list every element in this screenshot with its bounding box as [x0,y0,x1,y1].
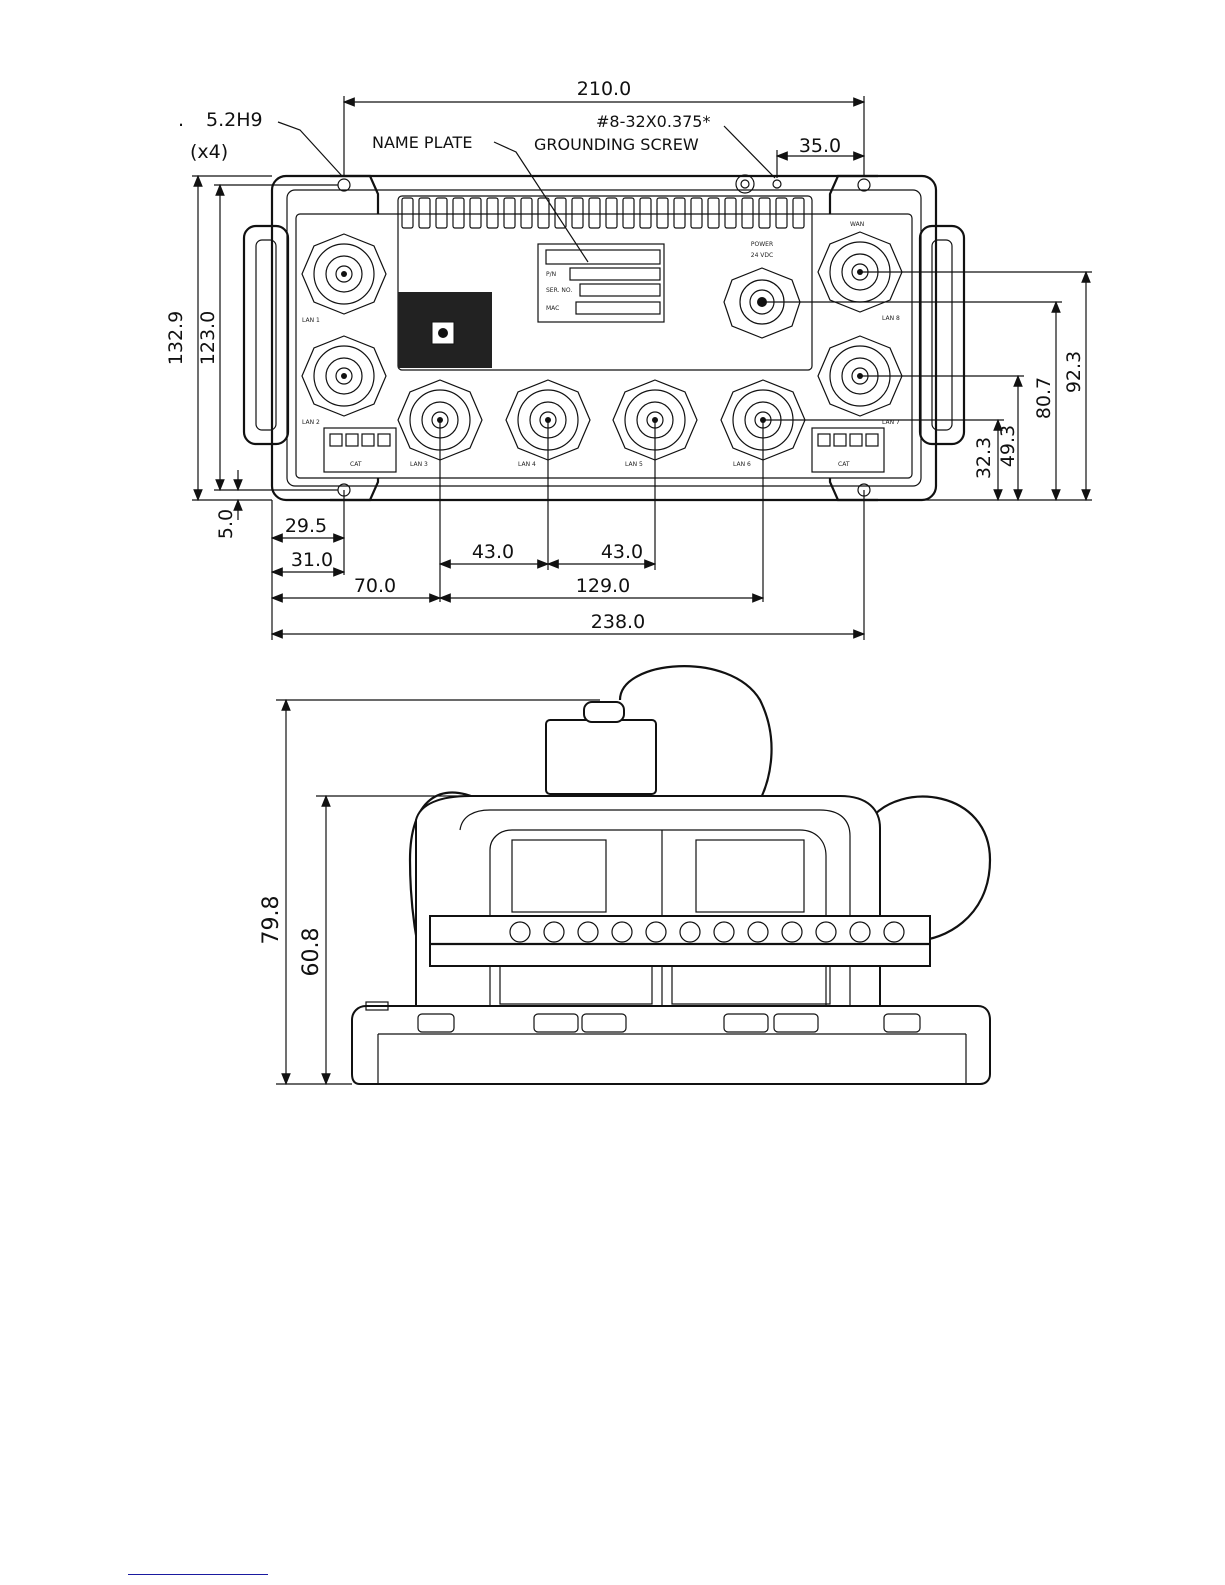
port-lan-1-label: LAN 1 [302,317,320,324]
port-lan-2-label: LAN 2 [302,419,320,426]
footnote-rule [128,1574,268,1575]
top-connector [546,702,656,794]
port-lan-6-label: LAN 6 [733,461,751,468]
cooling-fin [691,198,702,228]
cooling-fin [402,198,413,228]
hole-spec-label: 5.2H9 [206,109,263,131]
terminal-block-left: CAT [324,428,396,472]
dim-31: 31.0 [291,549,333,571]
dim-43-b: 43.0 [601,541,643,563]
port-lan-4-label: LAN 4 [518,461,536,468]
callouts: . 5.2H9 (x4) NAME PLATE #8-32X0.375* GRO… [178,109,710,163]
port-lan-8: LAN 8 [818,232,902,322]
cooling-fin [776,198,787,228]
plate-row-mac: MAC [546,305,559,312]
cooling-fin [674,198,685,228]
cooling-fin [521,198,532,228]
power-voltage-label: 24 VDC [751,252,773,259]
left-handle [244,226,288,444]
enclosure-body [272,176,936,500]
dim-5: 5.0 [215,509,237,539]
cooling-fin [589,198,600,228]
hole-count-label: (x4) [190,141,228,163]
cooling-fin [725,198,736,228]
name-plate: P/N SER. NO. MAC [538,244,664,322]
cooling-fins [402,198,804,228]
dim-49-3: 49.3 [997,425,1019,467]
dim-80-7: 80.7 [1033,377,1055,419]
terminal-block-right: CAT [812,428,884,472]
dim-132-9: 132.9 [165,311,187,365]
port-lan-5-label: LAN 5 [625,461,643,468]
dim-129: 129.0 [576,575,630,597]
hole-bullet: . [178,109,184,131]
dim-92-3: 92.3 [1063,351,1085,393]
dimension-labels: 210.0 35.0 132.9 123.0 5.0 29.5 31.0 43.… [165,78,1085,633]
power-connector: POWER 24 VDC [724,241,800,338]
cooling-fin [436,198,447,228]
cooling-fin [742,198,753,228]
terminal-right-label: CAT [838,461,850,468]
plate-row-pn: P/N [546,271,556,278]
dim-43-a: 43.0 [472,541,514,563]
cooling-fin [623,198,634,228]
connector-band [430,916,930,966]
cooling-fin [555,198,566,228]
dim-60-8: 60.8 [299,928,324,977]
power-label: POWER [751,241,773,248]
dim-29-5: 29.5 [285,515,327,537]
cooling-fin [453,198,464,228]
cooling-fin [487,198,498,228]
side-view: 79.8 60.8 [259,666,990,1084]
dim-79-8: 79.8 [259,896,284,945]
top-view: P/N SER. NO. MAC POWER 24 VDC [165,78,1092,640]
cooling-fin [606,198,617,228]
cooling-fin [419,198,430,228]
name-plate-label: NAME PLATE [372,133,472,152]
cooling-fin [657,198,668,228]
dim-238: 238.0 [591,611,645,633]
port-lan-3-label: LAN 3 [410,461,428,468]
cooling-fin [759,198,770,228]
dim-123: 123.0 [197,311,219,365]
terminal-left-label: CAT [350,461,362,468]
screw-spec-label: #8-32X0.375* [596,112,710,131]
port-wan-label: WAN [850,221,864,228]
dim-70: 70.0 [354,575,396,597]
port-lan-7: LAN 7 [818,336,902,426]
plate-row-serial: SER. NO. [546,287,572,294]
dim-32-3: 32.3 [973,437,995,479]
heat-sink [398,292,492,368]
port-lan-1: LAN 1 [302,234,386,324]
cooling-fin [640,198,651,228]
cooling-fin [793,198,804,228]
side-dimension-labels: 79.8 60.8 [259,896,324,977]
cooling-fin [708,198,719,228]
cooling-fin [538,198,549,228]
grounding-screw-label: GROUNDING SCREW [534,135,699,154]
cooling-fin [470,198,481,228]
port-lan-2: LAN 2 [302,336,386,426]
dim-210: 210.0 [577,78,631,100]
cooling-fin [504,198,515,228]
dim-35: 35.0 [799,135,841,157]
cooling-fin [572,198,583,228]
right-handle [920,226,964,444]
port-lan-8-label: LAN 8 [882,315,900,322]
